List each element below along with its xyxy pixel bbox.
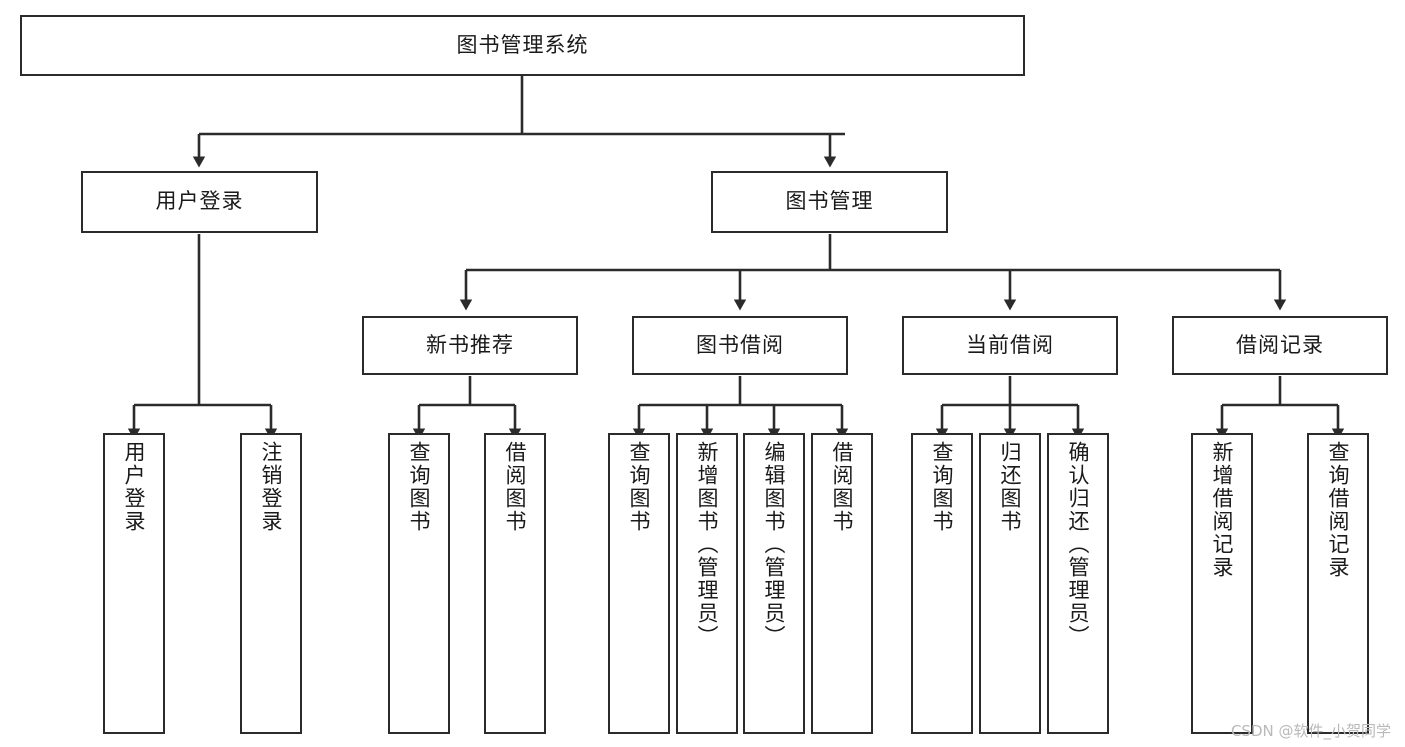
node-root[interactable]: 图书管理系统 (20, 15, 1025, 76)
node-leaf-return-book[interactable]: 归还图书 (979, 433, 1041, 734)
node-leaf-user-login-label: 用户登录 (122, 441, 147, 533)
node-book-borrow[interactable]: 图书借阅 (632, 316, 848, 375)
node-borrow-record[interactable]: 借阅记录 (1172, 316, 1388, 375)
watermark: CSDN @软件_小贺同学 (1230, 722, 1391, 740)
node-leaf-edit-book-label: 编辑图书（管理员） (762, 441, 787, 648)
node-leaf-query-book-1-label: 查询图书 (407, 441, 432, 533)
node-leaf-add-record[interactable]: 新增借阅记录 (1191, 433, 1253, 734)
node-book-manage-label: 图书管理 (785, 189, 874, 214)
node-leaf-query-book-2-label: 查询图书 (627, 441, 652, 533)
node-leaf-return-book-label: 归还图书 (998, 441, 1023, 533)
node-new-book-recommend-label: 新书推荐 (426, 332, 514, 357)
node-leaf-borrow-book-2-label: 借阅图书 (830, 441, 855, 533)
node-leaf-borrow-book-1-label: 借阅图书 (503, 441, 528, 533)
node-current-borrow[interactable]: 当前借阅 (902, 316, 1118, 375)
node-leaf-add-record-label: 新增借阅记录 (1210, 441, 1235, 579)
node-leaf-borrow-book-2[interactable]: 借阅图书 (811, 433, 873, 734)
node-leaf-add-book-label: 新增图书（管理员） (695, 441, 720, 648)
node-leaf-query-book-3[interactable]: 查询图书 (911, 433, 973, 734)
node-leaf-logout[interactable]: 注销登录 (240, 433, 302, 734)
node-leaf-edit-book[interactable]: 编辑图书（管理员） (743, 433, 805, 734)
node-leaf-user-login[interactable]: 用户登录 (103, 433, 165, 734)
node-leaf-query-record[interactable]: 查询借阅记录 (1307, 433, 1369, 734)
node-leaf-logout-label: 注销登录 (259, 441, 284, 533)
node-leaf-query-book-2[interactable]: 查询图书 (608, 433, 670, 734)
node-current-borrow-label: 当前借阅 (966, 332, 1054, 357)
node-leaf-borrow-book-1[interactable]: 借阅图书 (484, 433, 546, 734)
node-leaf-add-book[interactable]: 新增图书（管理员） (676, 433, 738, 734)
node-borrow-record-label: 借阅记录 (1236, 332, 1324, 357)
node-leaf-query-record-label: 查询借阅记录 (1326, 441, 1351, 579)
node-leaf-confirm-return-label: 确认归还（管理员） (1066, 441, 1091, 648)
node-book-manage[interactable]: 图书管理 (711, 171, 948, 233)
node-root-label: 图书管理系统 (456, 32, 589, 57)
node-user-login[interactable]: 用户登录 (81, 171, 318, 233)
node-book-borrow-label: 图书借阅 (696, 332, 784, 357)
node-leaf-confirm-return[interactable]: 确认归还（管理员） (1047, 433, 1109, 734)
node-new-book-recommend[interactable]: 新书推荐 (362, 316, 578, 375)
node-leaf-query-book-3-label: 查询图书 (930, 441, 955, 533)
node-user-login-label: 用户登录 (155, 189, 244, 214)
node-leaf-query-book-1[interactable]: 查询图书 (388, 433, 450, 734)
